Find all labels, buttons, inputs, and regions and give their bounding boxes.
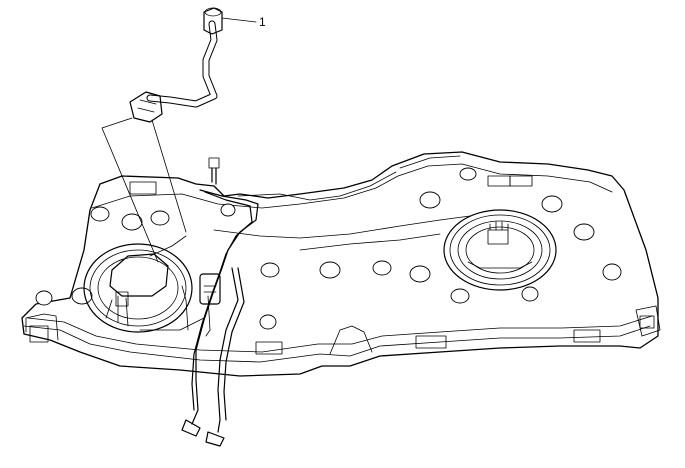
- leader-lines: [101, 117, 187, 263]
- left-fuel-pump-module: [83, 235, 193, 333]
- callout-1-leader: [221, 17, 257, 23]
- fuel-tank: [21, 151, 661, 377]
- callout-1-label: 1: [259, 15, 266, 29]
- tank-dimples: [35, 167, 622, 330]
- fuel-vent-hose: [129, 7, 223, 123]
- right-fuel-sender-module: [443, 209, 557, 291]
- fuel-lines: [139, 155, 461, 447]
